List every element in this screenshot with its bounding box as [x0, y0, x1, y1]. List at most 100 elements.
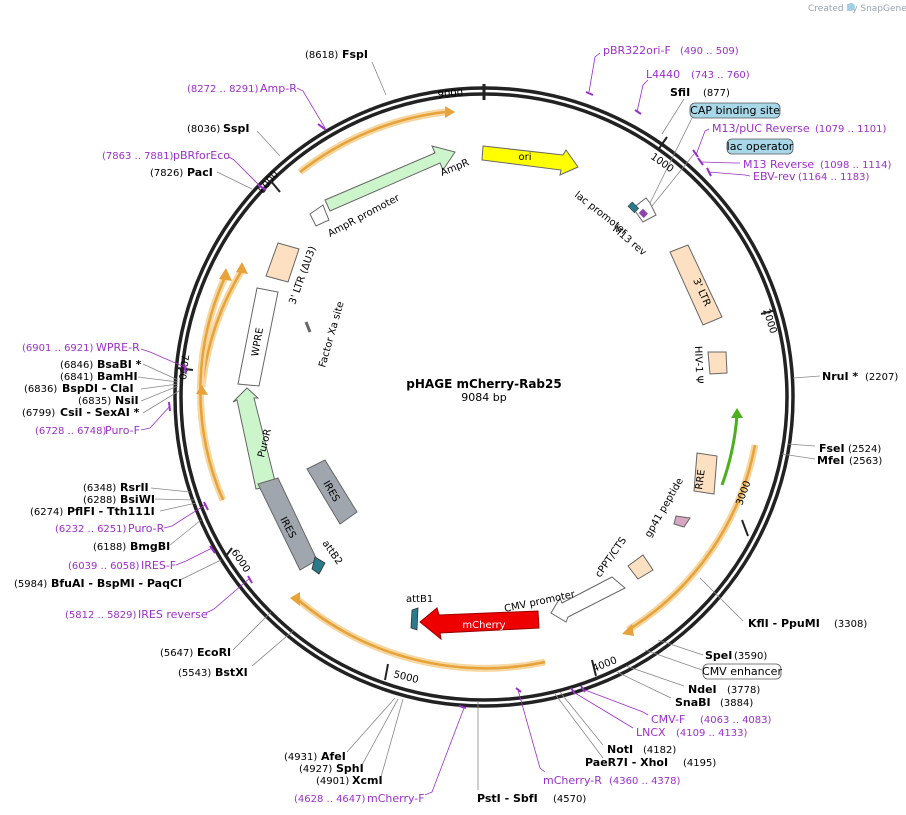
- site-pos: (3884): [720, 698, 753, 709]
- orf-arrowhead: [622, 624, 634, 636]
- site-pos: (6835): [78, 396, 111, 407]
- site-pflfi[interactable]: (6274) PflFI - Tth111I: [30, 502, 197, 518]
- site-label: IRES-F: [141, 559, 176, 572]
- site-leader: [700, 161, 740, 164]
- site-nsii[interactable]: (6835) NsiI: [78, 385, 179, 407]
- site-nrui[interactable]: NruI * (2207): [792, 370, 898, 383]
- site-bfuai[interactable]: (5984) BfuAI - BspMI - PaqCI: [14, 559, 222, 590]
- site-mcherry-r[interactable]: mCherry-R (4360 .. 4378): [515, 687, 681, 787]
- feature-puror: PuroR: [232, 387, 277, 490]
- site-leader: [296, 87, 326, 129]
- site-label: CMV enhancer: [702, 665, 782, 678]
- feature-wpre: WPRE: [237, 287, 279, 387]
- tick-mark-8000: [269, 179, 281, 193]
- site-puro-f[interactable]: (6728 .. 6748) Puro-F: [35, 401, 171, 437]
- site-label: BsaBI *: [97, 358, 142, 371]
- ampr-arrow: [324, 145, 456, 212]
- site-bsabi[interactable]: (6846) BsaBI *: [60, 358, 179, 381]
- site-pbrforeco[interactable]: (7863 .. 7881) pBRforEco: [102, 149, 267, 191]
- site-mcherry-f[interactable]: (4628 .. 4647) mCherry-F: [294, 705, 467, 805]
- lac-operator-mark: [627, 201, 640, 214]
- feature-cppt: cPPT/CTS: [593, 535, 654, 580]
- site-ebv-rev[interactable]: EBV-rev (1164 .. 1183): [706, 167, 870, 183]
- site-leader: [361, 698, 399, 766]
- site-cap[interactable]: CAP binding site: [689, 102, 781, 119]
- orf-arc-4: [627, 444, 757, 632]
- site-label: Puro-R: [128, 522, 165, 535]
- site-ecori[interactable]: (5647) EcoRI: [160, 611, 272, 659]
- site-leader: [644, 649, 703, 671]
- site-fsei[interactable]: FseI (2524): [787, 442, 881, 455]
- primer-mark: [515, 687, 522, 693]
- site-cmv-enhancer[interactable]: CMV enhancer: [644, 649, 782, 680]
- orf-arcs: [196, 106, 759, 672]
- site-bmgbi[interactable]: (6188) BmgBI: [93, 519, 202, 553]
- site-ampr-primer[interactable]: (8272 .. 8291) Amp-R: [187, 82, 327, 131]
- site-pos: (6841): [60, 372, 93, 383]
- snapgene-watermark: Created by SnapGene: [808, 3, 906, 14]
- site-leader: [169, 519, 202, 546]
- lac-promoter-arrow: [632, 197, 657, 223]
- site-lncx[interactable]: LNCX (4109 .. 4133): [570, 687, 748, 739]
- site-sphi[interactable]: (4927) SphI: [299, 698, 399, 775]
- site-leader: [159, 502, 197, 512]
- orf-arrowhead: [445, 106, 455, 118]
- site-pos: (6274): [30, 507, 63, 518]
- site-m13-reverse[interactable]: M13 Reverse (1098 .. 1114): [697, 157, 892, 171]
- site-fspi[interactable]: (8618) FspI: [305, 48, 387, 96]
- site-ires-f[interactable]: (6039 .. 6058) IRES-F: [68, 545, 216, 572]
- site-bsiwi[interactable]: (6288) BsiWI: [83, 493, 196, 506]
- site-label: PflFI - Tth111I: [67, 505, 155, 518]
- site-leader: [205, 577, 251, 614]
- site-label: PaeR7I - XhoI: [585, 756, 668, 769]
- site-pos: (4931): [284, 752, 317, 763]
- primer-mark: [317, 123, 327, 131]
- site-rsrii[interactable]: (6348) RsrII: [83, 481, 191, 494]
- site-xcmi[interactable]: (4901) XcmI: [316, 698, 404, 787]
- site-m13puc-reverse[interactable]: M13/pUC Reverse (1079 .. 1101): [692, 122, 887, 158]
- wpre-box: [237, 287, 279, 387]
- site-label: MfeI: [817, 454, 844, 467]
- site-label: PacI: [187, 166, 213, 179]
- site-ires-reverse[interactable]: (5812 .. 5829) IRES reverse: [65, 575, 253, 621]
- site-cmv-f[interactable]: CMV-F (4063 .. 4083): [580, 685, 772, 726]
- site-sfii[interactable]: SfiI (877): [661, 86, 730, 135]
- site-pos: (2207): [865, 372, 898, 383]
- site-label: BfuAI - BspMI - PaqCI: [51, 577, 182, 590]
- site-ndei[interactable]: NdeI (3778): [625, 665, 760, 696]
- site-pos: (4360 .. 4378): [609, 776, 681, 787]
- ires2-box: [306, 459, 358, 525]
- site-label: PstI - SbfI: [477, 792, 538, 805]
- cap-box: [689, 102, 781, 119]
- site-noti[interactable]: NotI (4182): [559, 691, 676, 756]
- site-puro-r[interactable]: (6232 .. 6251) Puro-R: [55, 501, 209, 535]
- site-label: BstXI: [215, 666, 248, 679]
- site-pos: (8618): [305, 50, 338, 61]
- site-kfli[interactable]: KflI - PpuMI (3308): [699, 577, 867, 630]
- site-bamhi[interactable]: (6841) BamHI: [60, 370, 179, 383]
- tick-mark-6000: [225, 547, 233, 557]
- site-pbr322ori-f[interactable]: pBR322ori-F (490 .. 509): [585, 44, 739, 96]
- site-wpre-r[interactable]: (6901 .. 6921) WPRE-R: [22, 341, 188, 375]
- site-mfei[interactable]: MfeI (2563): [781, 453, 882, 467]
- orf-arc-ampr: [299, 110, 446, 173]
- site-paci[interactable]: (7826) PacI: [150, 166, 253, 190]
- feature-attb1: attB1: [406, 594, 433, 631]
- attb1-label: attB1: [406, 594, 433, 605]
- site-pos: (877): [703, 88, 730, 99]
- site-bstxi[interactable]: (5543) BstXI: [178, 629, 295, 679]
- site-bspdi[interactable]: (6836) BspDI - ClaI: [24, 382, 179, 395]
- site-snabi[interactable]: SnaBI (3884): [616, 671, 753, 709]
- site-label: M13/pUC Reverse: [712, 122, 810, 135]
- site-psti[interactable]: PstI - SbfI (4570): [477, 701, 586, 805]
- site-spei[interactable]: SpeI (3590): [657, 639, 767, 662]
- site-paer7i[interactable]: PaeR7I - XhoI (4195): [554, 693, 716, 769]
- site-csii[interactable]: (6799) CsiI - SexAI *: [22, 390, 180, 419]
- site-l4440[interactable]: L4440 (743 .. 760): [634, 68, 750, 115]
- site-label: EcoRI: [197, 646, 231, 659]
- site-pos: (6901 .. 6921): [22, 343, 94, 354]
- site-afei[interactable]: (4931) AfeI: [284, 697, 396, 763]
- site-sspi[interactable]: (8036) SspI: [187, 122, 281, 157]
- site-leader: [424, 707, 465, 796]
- site-lac-operator[interactable]: lac operator: [726, 138, 794, 155]
